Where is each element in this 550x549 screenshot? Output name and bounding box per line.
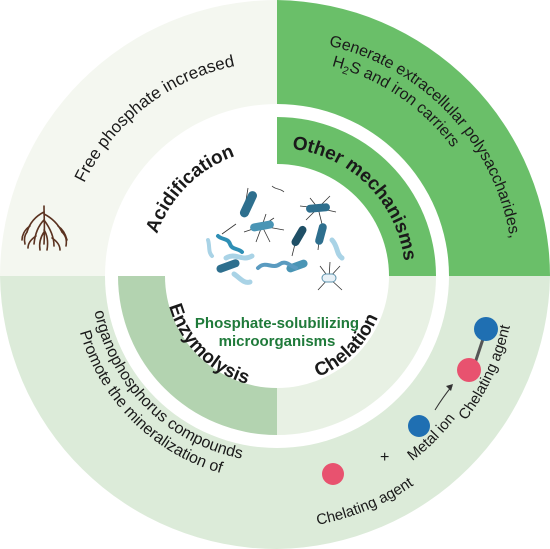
- metal-ion-ball: [408, 415, 430, 437]
- center-title-line1: Phosphate-solubilizing: [195, 315, 359, 332]
- center-disc: [165, 164, 389, 388]
- microorganisms-icon: [206, 185, 345, 291]
- chelate-agent-ball: [457, 358, 481, 382]
- plus-sign: +: [380, 449, 389, 466]
- reaction-arrowhead: [446, 384, 453, 391]
- roots-icon: [21, 205, 68, 251]
- chelating-agent-ball: [322, 463, 344, 485]
- center-title-line2: microorganisms: [219, 333, 336, 350]
- chelate-metal-ball: [474, 317, 498, 341]
